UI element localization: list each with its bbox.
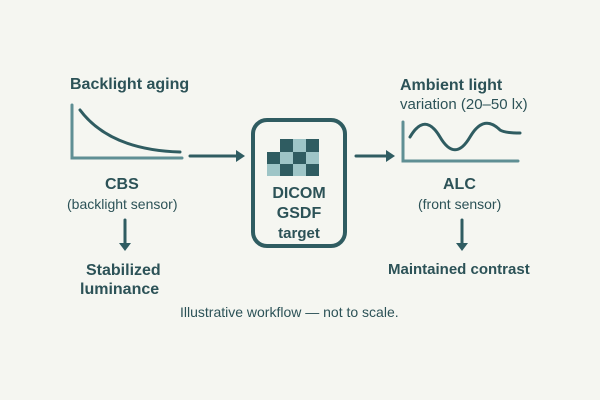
ambient-chart-axes (401, 120, 520, 163)
footer-note: Illustrative workflow — not to scale. (180, 304, 399, 320)
cbs-subtitle: (backlight sensor) (67, 196, 178, 212)
ambient-wave-curve (408, 121, 522, 152)
backlight-aging-title: Backlight aging (70, 76, 190, 93)
dicom-label: DICOM (272, 185, 326, 202)
alc-subtitle: (front sensor) (418, 196, 502, 212)
maintained-contrast-label: Maintained contrast (388, 261, 530, 278)
arrowheads (119, 150, 468, 251)
cbs-label: CBS (105, 176, 139, 193)
ambient-title-line1: Ambient light (400, 77, 503, 94)
aging-chart-axes (70, 103, 184, 160)
aging-decay-curve (78, 108, 182, 154)
checkerboard-pattern-icon (267, 139, 319, 176)
ambient-title-line2: variation (20–50 lx) (400, 96, 528, 113)
stabilized-luminance-line1: Stabilized (86, 262, 161, 279)
gsdf-target-box (251, 118, 347, 248)
alc-label: ALC (443, 176, 476, 193)
stabilized-luminance-line2: luminance (80, 281, 160, 298)
gsdf-label: GSDF (276, 205, 322, 222)
target-label: target (278, 225, 320, 242)
